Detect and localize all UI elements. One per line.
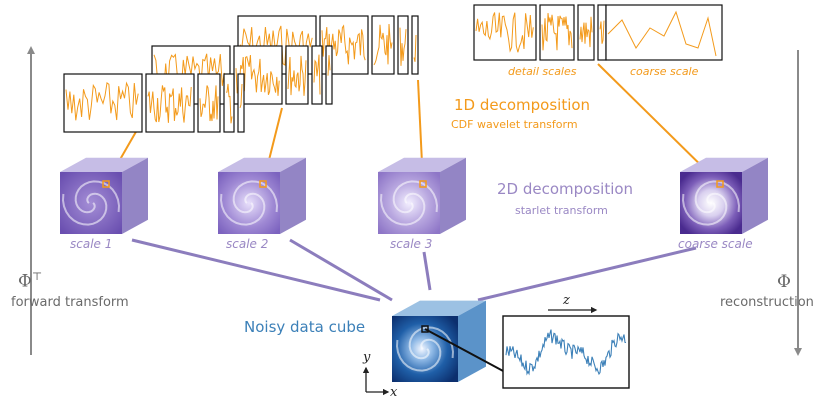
forward-transform-label: forward transform	[11, 295, 129, 310]
scale-2-label: scale 2	[226, 237, 269, 251]
data-pixel-connector	[424, 328, 506, 373]
decomposition-2d-title: 2D decomposition	[497, 180, 634, 198]
phi-symbol: Φ	[777, 272, 791, 292]
x-axis-label: x	[390, 385, 398, 400]
scale-3-label: scale 3	[390, 237, 433, 251]
scale-1-cube	[60, 157, 148, 234]
noisy-data-cube-label: Noisy data cube	[244, 318, 366, 336]
decomposition-1d-title: 1D decomposition	[454, 96, 591, 114]
coarse-scale-1d-label: coarse scale	[630, 65, 699, 78]
decomposition-1d-subtitle: CDF wavelet transform	[451, 118, 578, 131]
cubes	[60, 157, 768, 382]
reconstruction-label: reconstruction	[720, 295, 814, 310]
detail-scales-label: detail scales	[508, 65, 577, 78]
wavelet-strip-stacks	[63, 4, 723, 133]
coarse-scale-cube	[680, 157, 768, 234]
scale-2-cube	[218, 157, 306, 234]
strip-group-3	[63, 73, 245, 133]
coarse-scale-2d-label: coarse scale	[678, 237, 753, 251]
z-axis-label: z	[563, 293, 570, 308]
spectrum-plot	[502, 315, 630, 389]
phi-transpose-symbol: Φ⊤	[18, 270, 43, 292]
y-axis-label: y	[363, 350, 371, 365]
noisy-data-cube	[392, 300, 486, 382]
scale-connectors	[131, 238, 697, 302]
scale-1-label: scale 1	[70, 237, 113, 251]
decomposition-2d-subtitle: starlet transform	[515, 204, 608, 217]
scale-3-cube	[378, 157, 466, 234]
decomposed-strip-1d	[473, 4, 723, 61]
